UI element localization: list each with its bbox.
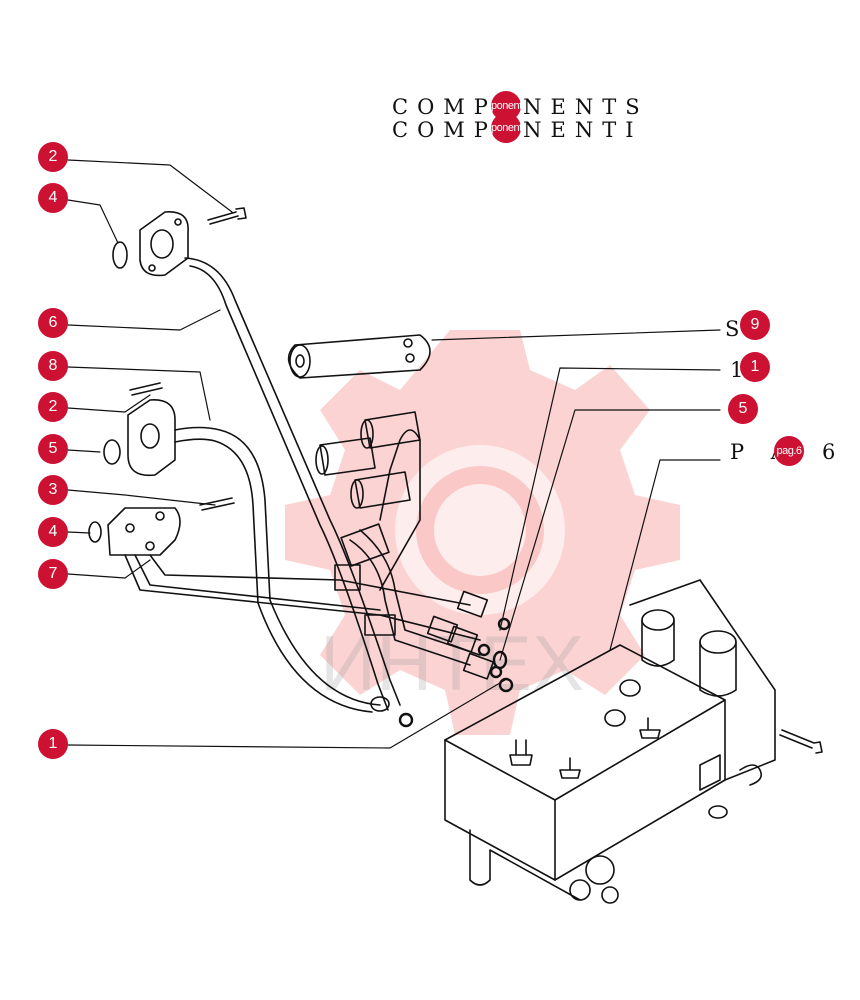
callout-5[interactable]: 5 <box>728 394 758 424</box>
callout-1[interactable]: 1 <box>740 352 770 382</box>
callout-8[interactable]: 8 <box>38 351 68 381</box>
ref-label-9: S <box>725 317 750 341</box>
ref-label-1: 1 <box>730 358 753 382</box>
valve-block <box>444 579 823 904</box>
callout-9[interactable]: 9 <box>740 310 770 340</box>
componenti-link-badge[interactable]: ponent <box>491 113 522 143</box>
page-link-badge[interactable]: pag.6 <box>774 436 804 466</box>
callout-5[interactable]: 5 <box>38 434 68 464</box>
o-rings <box>398 617 514 728</box>
callout-2[interactable]: 2 <box>38 392 68 422</box>
callout-6[interactable]: 6 <box>38 308 68 338</box>
valve-coils <box>315 411 421 509</box>
leader-lines <box>67 159 721 749</box>
page-ref-suffix: 6 <box>822 440 846 464</box>
callout-7[interactable]: 7 <box>38 559 68 589</box>
callout-4[interactable]: 4 <box>38 517 68 547</box>
callout-2[interactable]: 2 <box>38 142 68 172</box>
callout-4[interactable]: 4 <box>38 183 68 213</box>
callout-1[interactable]: 1 <box>38 729 68 759</box>
callout-3[interactable]: 3 <box>38 475 68 505</box>
